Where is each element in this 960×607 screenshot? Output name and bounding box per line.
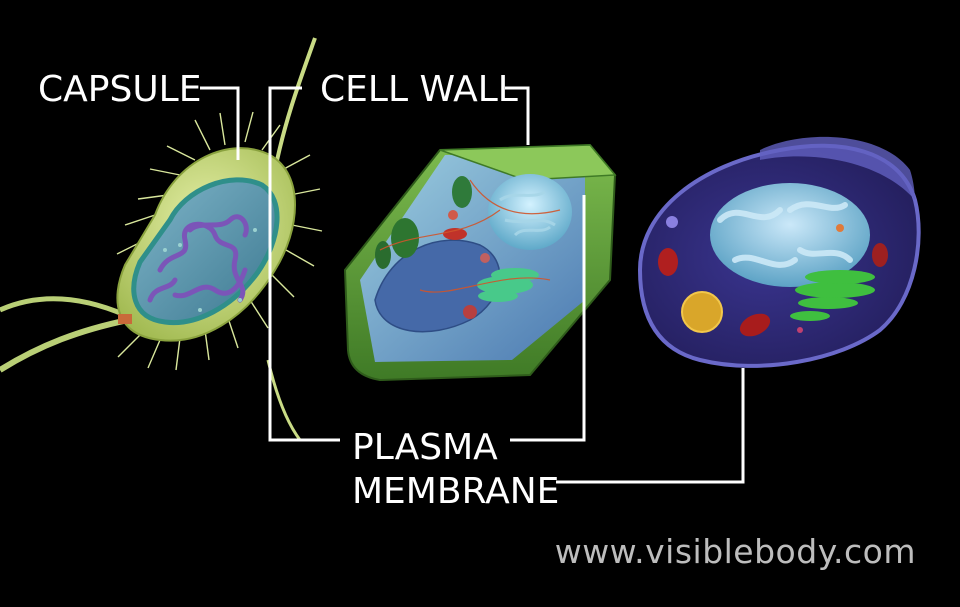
capsule-leader-line — [200, 86, 240, 160]
cell-wall-leader-line — [505, 86, 530, 145]
plasma-membrane-bracket-bacterium — [268, 86, 340, 442]
animal-cell-illustration — [637, 136, 921, 368]
watermark-url: www.visiblebody.com — [554, 532, 916, 571]
cell-wall-label: CELL WALL — [320, 69, 518, 110]
bacterial-cell-illustration — [0, 37, 323, 441]
plasma-membrane-label-line1: PLASMA — [352, 427, 498, 468]
plasma-membrane-leader-animal — [556, 368, 745, 484]
plasma-membrane-leader-plant — [510, 195, 586, 442]
plasma-membrane-label-line2: MEMBRANE — [352, 471, 560, 512]
leader-lines — [200, 86, 745, 484]
capsule-label: CAPSULE — [38, 69, 202, 110]
plant-cell-illustration — [343, 143, 617, 382]
plasma-membrane-label: PLASMA MEMBRANE — [352, 426, 559, 514]
